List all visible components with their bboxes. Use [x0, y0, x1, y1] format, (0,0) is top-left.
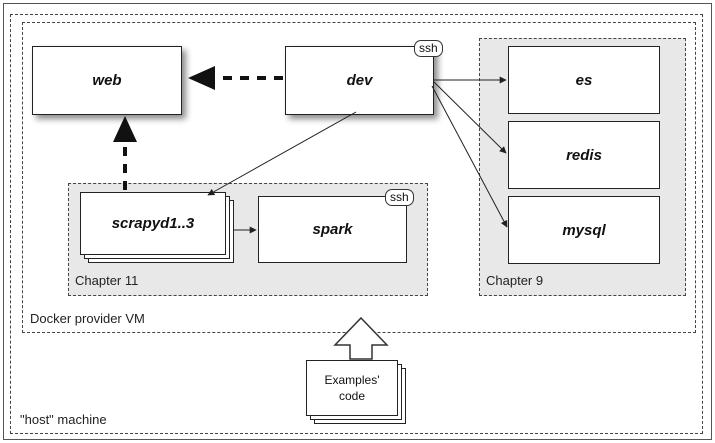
spark-node: spark: [258, 196, 407, 263]
dev-node: dev: [285, 46, 434, 115]
scrapyd-node-label: scrapyd1..3: [111, 215, 195, 232]
spark-node-label: spark: [312, 221, 353, 238]
es-node: es: [508, 46, 660, 114]
mysql-node: mysql: [508, 196, 660, 264]
docker-vm-label: Docker provider VM: [30, 311, 145, 326]
redis-node: redis: [508, 121, 660, 189]
dev-ssh-tag: ssh: [414, 40, 443, 57]
dev-to-scrapyd-arrow: [207, 111, 357, 196]
examples-code-line2: code: [338, 389, 366, 403]
dev-to-redis-arrow: [433, 81, 507, 154]
dev-node-label: dev: [346, 72, 373, 89]
examples-up-arrow: [333, 316, 389, 360]
dev-to-web-arrowhead: [188, 66, 215, 90]
es-node-label: es: [575, 71, 593, 89]
web-node: web: [32, 46, 182, 115]
examples-code-node: Examples' code: [306, 360, 398, 416]
dev-to-mysql-arrow: [431, 85, 508, 228]
host-machine-label: "host" machine: [20, 412, 107, 427]
chapter-11-label: Chapter 11: [75, 273, 139, 288]
spark-ssh-tag: ssh: [385, 189, 414, 206]
examples-code-line1: Examples': [324, 373, 380, 387]
mysql-node-label: mysql: [562, 221, 606, 239]
scrapyd-to-web-arrowhead: [113, 116, 137, 142]
host-machine-container: [10, 14, 703, 434]
outer-frame-border: [3, 3, 712, 440]
redis-node-label: redis: [566, 146, 602, 164]
chapter-9-label: Chapter 9: [486, 273, 544, 288]
scrapyd-node: scrapyd1..3: [80, 192, 226, 255]
web-node-label: web: [92, 72, 122, 89]
